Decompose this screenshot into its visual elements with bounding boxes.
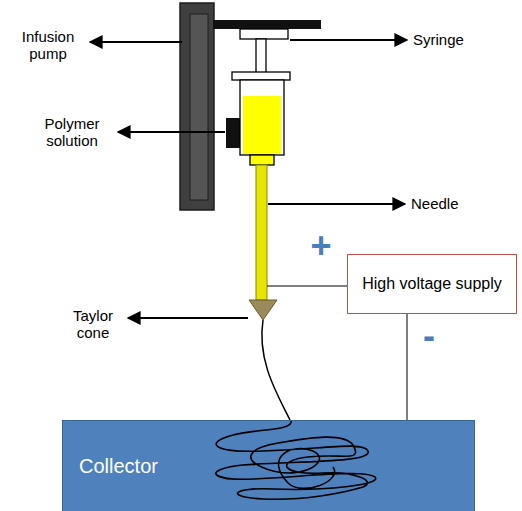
taylor-cone [249,300,277,320]
needle-wire [267,286,347,287]
collector-plate: Collector [62,420,475,511]
infusion-pump [180,3,321,210]
part-label: Taylor cone [58,307,128,342]
needle [256,165,267,300]
node-text: High voltage supply [362,275,502,293]
syringe [232,29,290,165]
polarity-sign: - [414,318,444,354]
part-label: Polymer solution [26,115,118,150]
supply-wire [407,314,408,420]
power-supply-box: High voltage supply [347,254,517,314]
node-text: Collector [79,455,158,478]
part-label: Infusion pump [8,28,88,63]
part-label: Needle [411,195,511,212]
polarity-sign: + [306,228,336,264]
part-label: Syringe [413,31,513,48]
fiber-scribble [216,421,376,499]
polymer-jet [262,320,290,420]
